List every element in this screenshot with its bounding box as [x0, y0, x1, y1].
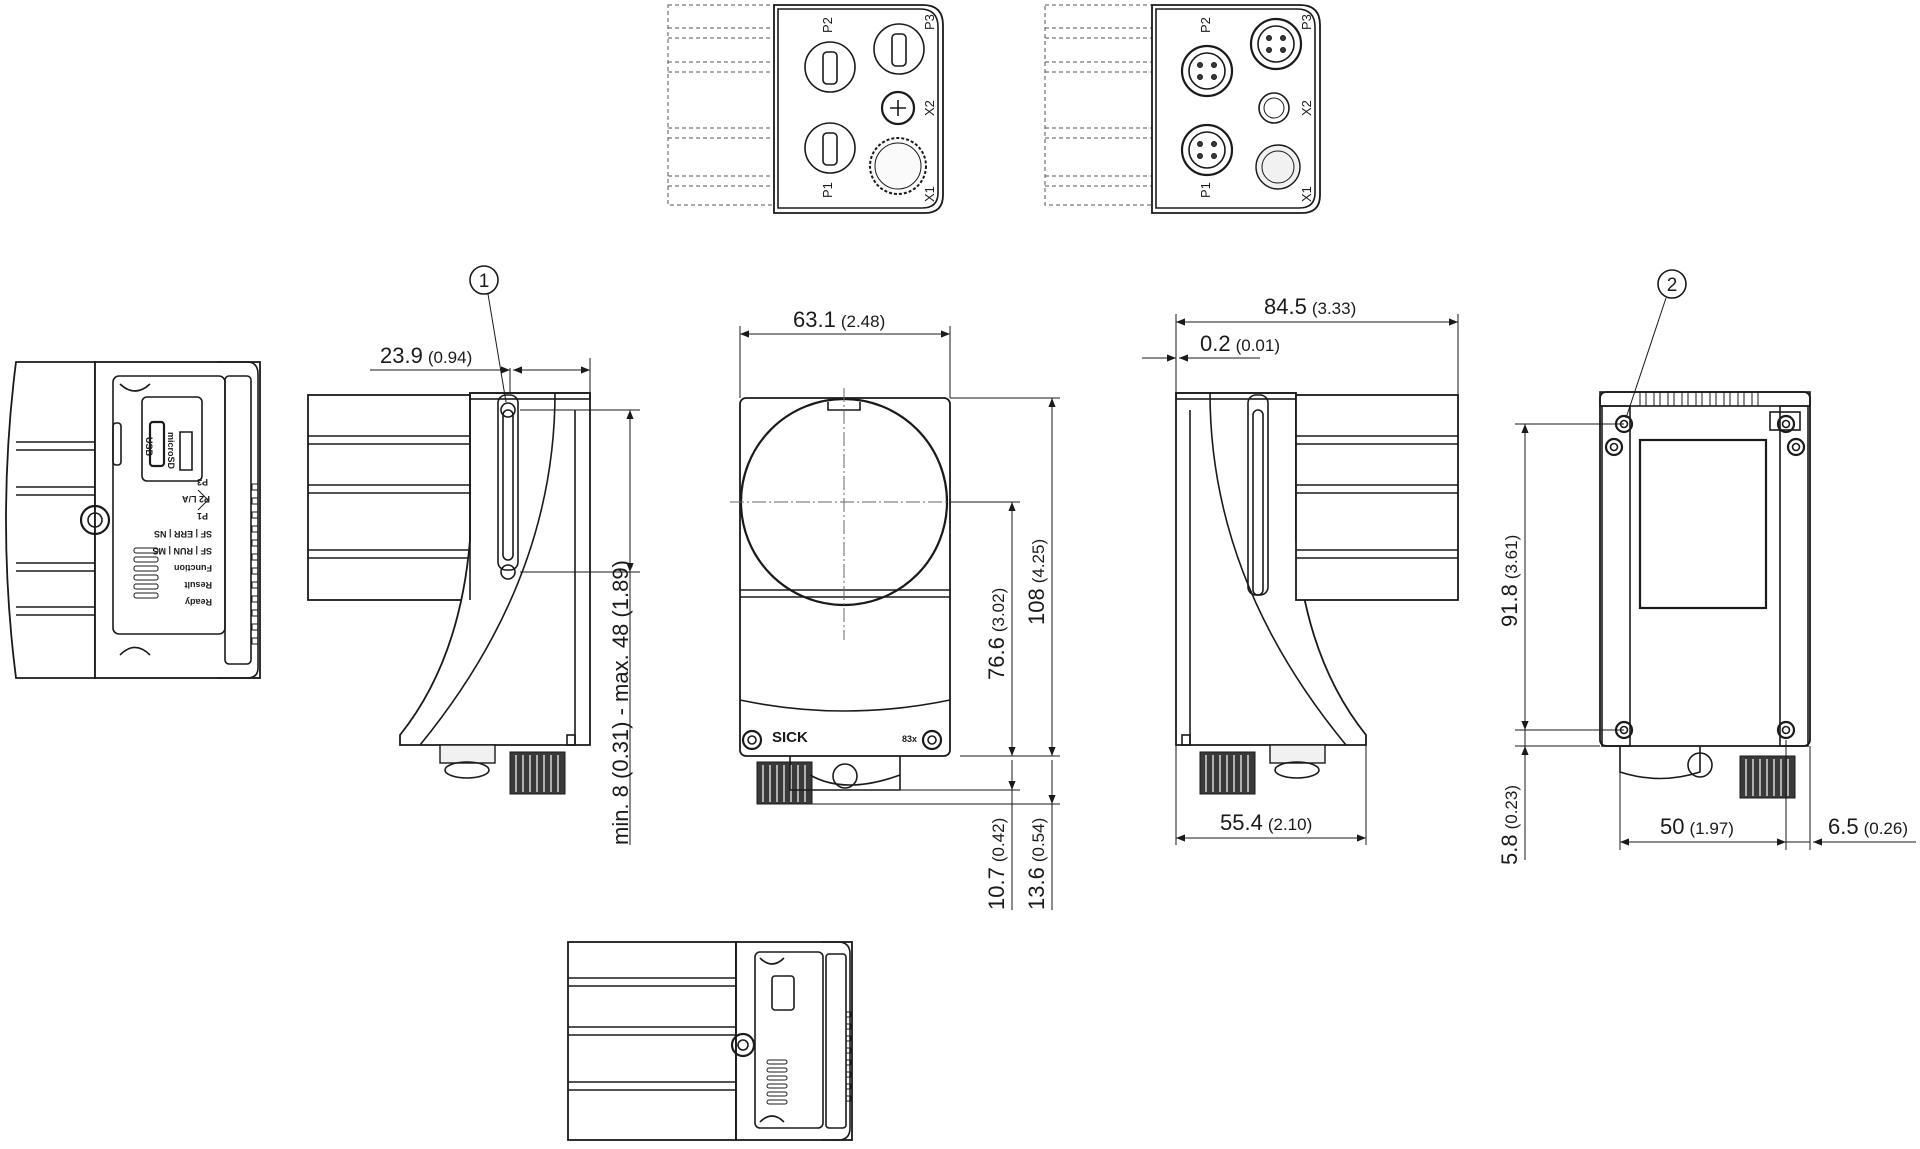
- rear-right-p3-label: P3: [1299, 14, 1314, 30]
- dim-6-5: 6.5(0.26): [1828, 814, 1908, 839]
- side-panel-p2la-label: P2 L/A: [181, 494, 210, 504]
- dim-13-6: 13.6(0.54): [1024, 818, 1049, 910]
- callout-1-label: 1: [479, 271, 490, 292]
- dim-23-9: 23.9(0.94): [380, 343, 472, 368]
- side-panel-sf-err-ns-label: SF | ERR | NS: [154, 529, 212, 539]
- rear-left-p2-label: P2: [820, 17, 835, 33]
- dimension-lines: [370, 314, 1916, 910]
- mount-view-right: [1599, 391, 1811, 799]
- side-panel-sf-run-ms-label: SF | RUN | MS: [152, 546, 212, 556]
- side-panel-function-label: Function: [174, 563, 212, 573]
- dimension-labels: 23.9(0.94) 63.1(2.48) 84.5(3.33) 0.2(0.0…: [380, 294, 1908, 910]
- side-panel-ready-label: Ready: [185, 597, 212, 607]
- callout-2-label: 2: [1667, 275, 1678, 296]
- dim-50: 50(1.97): [1660, 814, 1734, 839]
- side-panel-result-label: Result: [184, 580, 212, 590]
- rear-left-x1-label: X1: [922, 186, 937, 202]
- side-panel-p3-label: P3: [197, 477, 208, 487]
- side-panel-p1-label: P1: [197, 511, 208, 521]
- dim-10-7: 10.7(0.42): [984, 818, 1009, 910]
- rear-left-p1-label: P1: [820, 182, 835, 198]
- side-view-bracket-left: [307, 392, 591, 795]
- front-view: SICK 83x: [730, 388, 960, 805]
- rear-view-left: P2 P3 X2 P1 X1: [667, 4, 944, 214]
- rear-left-p3-label: P3: [922, 14, 937, 30]
- side-view-bracket-right: [1175, 392, 1459, 795]
- dim-0-2: 0.2(0.01): [1200, 331, 1280, 356]
- rear-right-p1-label: P1: [1198, 182, 1213, 198]
- bottom-view: [567, 941, 853, 1141]
- callout-2: 2: [1625, 269, 1687, 419]
- dim-76-6: 76.6(3.02): [984, 588, 1009, 680]
- dim-91-8: 91.8(3.61): [1497, 535, 1522, 627]
- dim-84-5: 84.5(3.33): [1264, 294, 1356, 319]
- dim-55-4: 55.4(2.10): [1220, 810, 1312, 835]
- dim-63-1: 63.1(2.48): [793, 307, 885, 332]
- side-panel-usb-label: USB: [144, 437, 154, 457]
- dim-5-8: 5.8(0.23): [1497, 785, 1522, 865]
- side-view-panel-left: USB microSD P3 P2 L/A P1 SF | ERR | NS S…: [5, 361, 261, 679]
- dim-108: 108(4.25): [1024, 539, 1049, 625]
- rear-right-x2-label: X2: [1299, 100, 1314, 116]
- dim-min8-max48: min. 8 (0.31) - max. 48 (1.89): [608, 560, 633, 845]
- rear-view-right: P2 P3 X2 P1 X1: [1044, 4, 1321, 214]
- callout-1: 1: [469, 265, 507, 403]
- rear-right-x1-label: X1: [1299, 186, 1314, 202]
- side-panel-microsd-label: microSD: [166, 432, 176, 470]
- rear-right-p2-label: P2: [1198, 17, 1213, 33]
- rear-left-x2-label: X2: [922, 100, 937, 116]
- front-model-label: 83x: [902, 734, 917, 744]
- front-brand-logo: SICK: [772, 729, 808, 746]
